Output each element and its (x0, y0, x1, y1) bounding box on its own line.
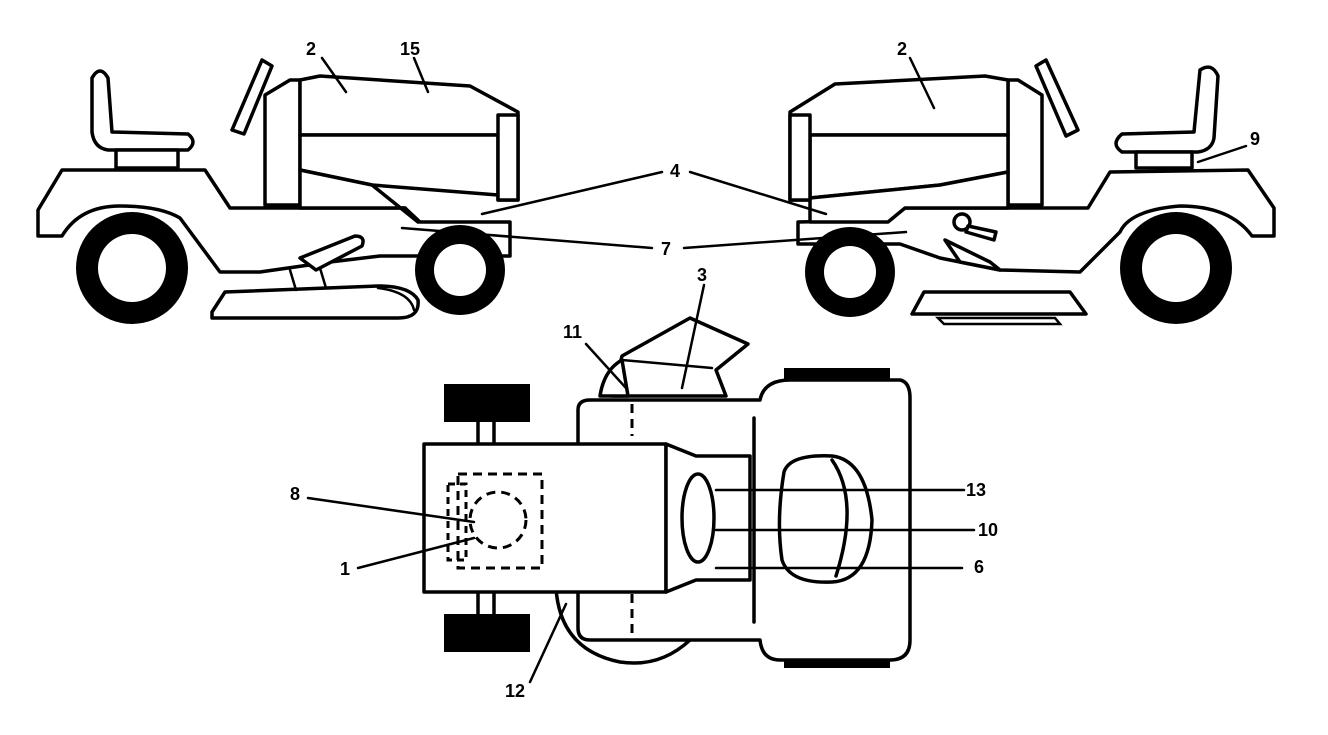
leader-lines (306, 56, 1248, 684)
callout-10: 10 (978, 520, 998, 540)
callout-2-right: 2 (897, 39, 907, 59)
tractor-left-side-view (36, 58, 520, 324)
callout-6: 6 (974, 557, 984, 577)
callout-15: 15 (400, 39, 420, 59)
tractor-top-view (422, 316, 912, 668)
callout-labels: 2 15 2 9 4 7 3 11 8 1 13 10 6 12 (290, 39, 1260, 701)
callout-4: 4 (670, 161, 680, 181)
tractor-right-side-view (788, 58, 1276, 326)
callout-7: 7 (661, 239, 671, 259)
callout-13: 13 (966, 480, 986, 500)
callout-8: 8 (290, 484, 300, 504)
callout-9: 9 (1250, 129, 1260, 149)
callout-3: 3 (697, 265, 707, 285)
callout-1: 1 (340, 559, 350, 579)
callout-2-left: 2 (306, 39, 316, 59)
callout-11: 11 (563, 322, 582, 342)
callout-12: 12 (505, 681, 525, 701)
